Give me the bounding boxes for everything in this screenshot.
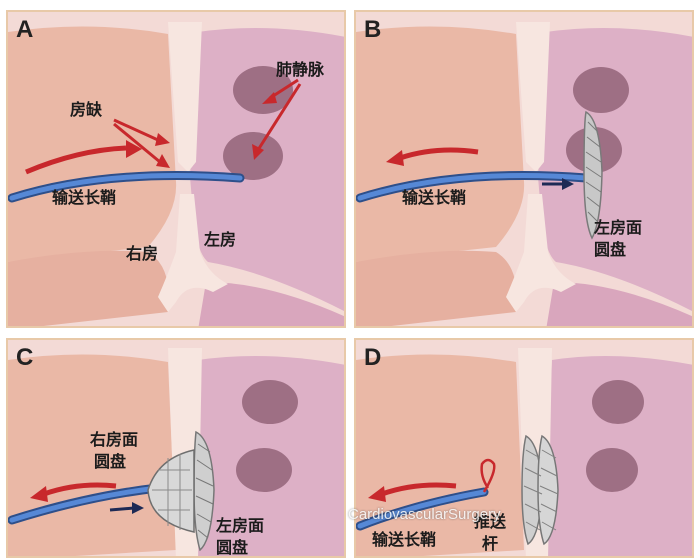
watermark: CardiovascularSurgery (348, 506, 501, 523)
panel-letter: D (364, 344, 382, 371)
pulmonary-vein-upper (233, 66, 293, 114)
pulmonary-vein-upper (573, 67, 629, 113)
left-atrial-disc (583, 110, 603, 240)
retract-arrow-head (386, 150, 404, 166)
panel-letter: C (16, 344, 34, 371)
rod-label-2: 杆 (482, 534, 499, 553)
delivery-sheath (357, 489, 487, 529)
right-atrium-label: 右房 (126, 244, 159, 263)
right-atrium-chamber (8, 354, 176, 556)
right-atrium-chamber (8, 26, 177, 263)
la-disc-label-1: 左房面 (594, 218, 643, 237)
delivery-rod (480, 458, 496, 493)
lower-left-chamber (198, 282, 344, 326)
advance-arrow (25, 145, 127, 175)
retract-arrow (381, 482, 457, 497)
septum-lower (158, 194, 228, 312)
panel-d: D 输送长鞘 推送 杆 (354, 338, 694, 558)
pulmonary-vein-upper (242, 380, 298, 424)
right-atrium-chamber (356, 354, 524, 556)
la-disc-label-1: 左房面 (216, 516, 265, 535)
defect-pointer-1 (113, 118, 159, 142)
panel-b: B 输送长鞘 左房面 圆盘 (354, 10, 694, 328)
panel-d-illustration (356, 340, 692, 556)
panel-c: C 右房面 圆盘 左房面 圆盘 (6, 338, 346, 558)
vein-pointer-2 (256, 83, 302, 151)
right-atrium-chamber (356, 26, 525, 263)
delivery-sheath (357, 173, 589, 201)
retract-arrow (43, 482, 117, 497)
panel-a: A 肺静脉 房缺 输送长鞘 右房 左房 (6, 10, 346, 328)
pulmonary-vein-lower (223, 132, 283, 180)
pulmonary-vein-upper (592, 380, 644, 424)
left-atrium-label: 左房 (204, 230, 237, 249)
panel-b-illustration (356, 12, 692, 326)
rod-label-1: 推送 (474, 512, 507, 531)
sheath-label: 输送长鞘 (372, 530, 437, 549)
delivery-sheath (9, 173, 243, 201)
pulmonary-vein-label: 肺静脉 (276, 60, 325, 79)
panel-a-illustration (8, 12, 344, 326)
sheath-label: 输送长鞘 (402, 188, 467, 207)
panel-c-illustration (8, 340, 344, 556)
ra-disc-label-1: 右房面 (90, 430, 139, 449)
la-disc-label-2: 圆盘 (216, 538, 249, 557)
delivery-sheath (9, 485, 161, 523)
panel-letter: A (16, 16, 34, 43)
lower-chamber (8, 250, 169, 326)
advance-arrow-head (126, 140, 142, 158)
push-arrow (109, 506, 135, 512)
defect-pointer-2 (113, 122, 161, 164)
panel-letter: B (364, 16, 382, 43)
ra-disc-label-2: 圆盘 (94, 452, 127, 471)
septum-upper (168, 22, 202, 172)
sheath-label: 输送长鞘 (52, 188, 117, 207)
defect-label: 房缺 (70, 100, 103, 119)
pulmonary-vein-lower (236, 448, 292, 492)
pulmonary-vein-lower (586, 448, 638, 492)
la-disc-label-2: 圆盘 (594, 240, 627, 259)
retract-arrow (399, 147, 479, 161)
